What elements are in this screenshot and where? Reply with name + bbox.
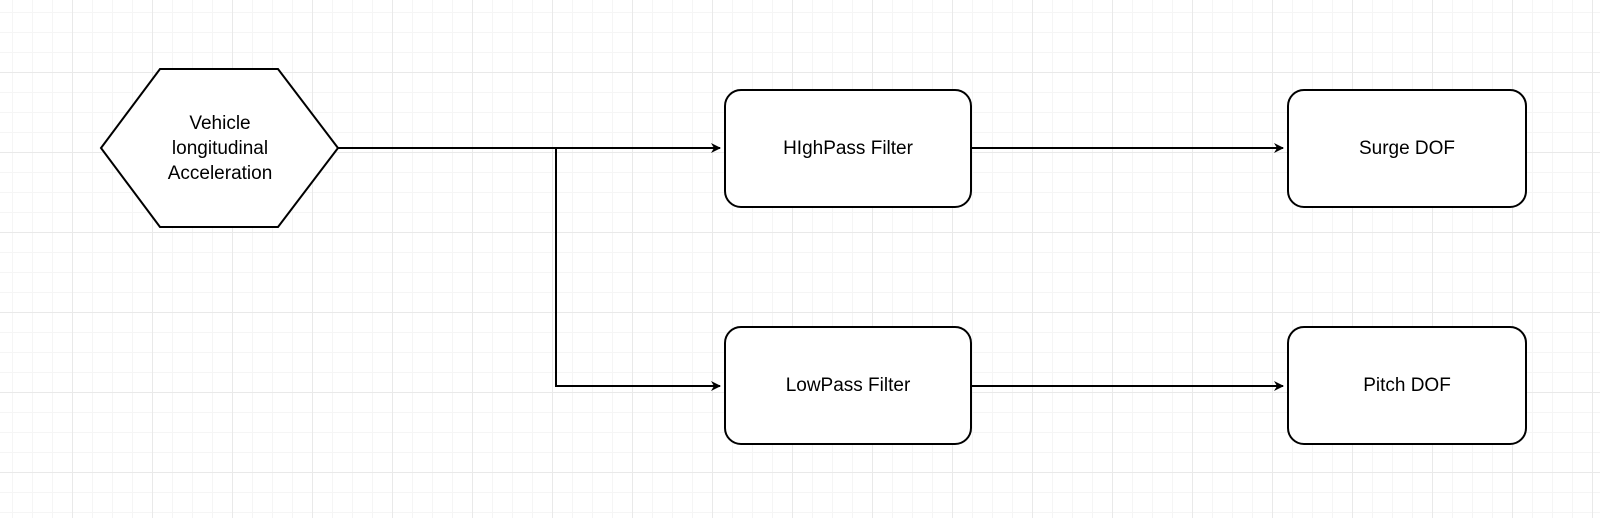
input-label-line-2: longitudinal (171, 137, 269, 159)
highpass-filter-node[interactable]: HIghPass Filter (724, 89, 972, 208)
lowpass-filter-node[interactable]: LowPass Filter (724, 326, 972, 445)
pitch-dof-node[interactable]: Pitch DOF (1287, 326, 1527, 445)
pitch-dof-label: Pitch DOF (1363, 375, 1451, 396)
input-label-line-3: Acceleration (167, 162, 273, 184)
highpass-filter-label: HIghPass Filter (783, 138, 913, 159)
input-label-line-1: Vehicle (189, 112, 251, 134)
lowpass-filter-label: LowPass Filter (785, 375, 911, 396)
input-node-label: Vehicle longitudinal Acceleration (130, 98, 310, 198)
edge-input-to-lowpass[interactable] (555, 148, 721, 391)
surge-dof-label: Surge DOF (1358, 138, 1456, 159)
surge-dof-node[interactable]: Surge DOF (1287, 89, 1527, 208)
